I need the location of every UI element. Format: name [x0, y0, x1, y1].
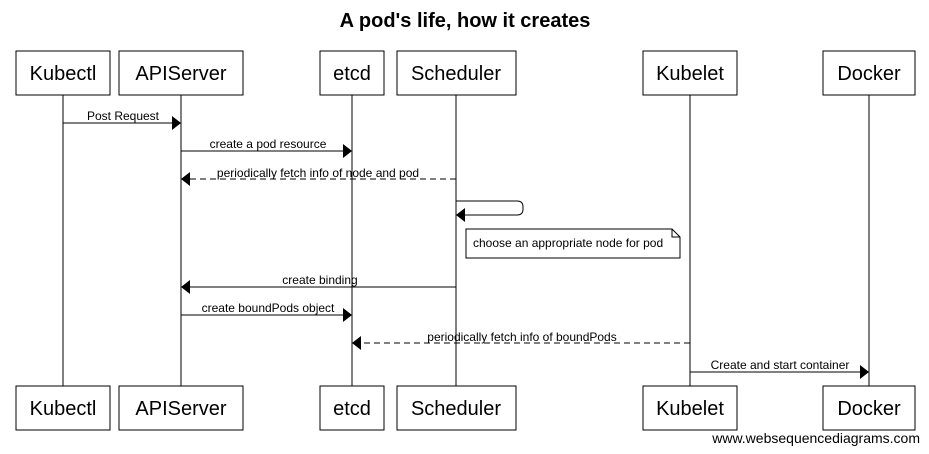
- participant-label: APIServer: [135, 63, 226, 85]
- participant-apiserver-top: APIServer: [118, 50, 244, 96]
- message-create-pod-resource: create a pod resource: [181, 137, 352, 158]
- participant-label: APIServer: [135, 398, 226, 420]
- participant-apiserver-bottom: APIServer: [118, 385, 244, 431]
- diagram-title: A pod's life, how it creates: [340, 10, 591, 32]
- message-label: periodically fetch info of boundPods: [427, 330, 616, 344]
- arrowhead-icon: [181, 280, 190, 294]
- participant-label: Scheduler: [411, 398, 501, 420]
- arrowhead-icon: [352, 336, 361, 350]
- message-label: Post Request: [87, 109, 160, 123]
- participant-label: Kubelet: [656, 398, 724, 420]
- participant-label: Kubectl: [30, 398, 97, 420]
- arrowhead-icon: [172, 116, 181, 130]
- message-create-boundpods: create boundPods object: [181, 301, 352, 322]
- note-choose-node: choose an appropriate node for pod: [465, 228, 681, 259]
- participant-docker-top: Docker: [822, 50, 916, 96]
- participant-label: Docker: [837, 63, 901, 85]
- participant-scheduler-top: Scheduler: [396, 50, 517, 96]
- participant-kubelet-bottom: Kubelet: [642, 385, 738, 431]
- participant-label: Kubelet: [656, 63, 724, 85]
- message-post-request: Post Request: [63, 109, 181, 130]
- footer-credit: www.websequencediagrams.com: [711, 430, 920, 446]
- message-label: Create and start container: [711, 358, 850, 372]
- participant-etcd-bottom: etcd: [319, 385, 385, 431]
- message-label: periodically fetch info of node and pod: [217, 166, 419, 180]
- participant-label: etcd: [333, 398, 371, 420]
- message-create-binding: create binding: [181, 273, 456, 294]
- message-create-start-container: Create and start container: [690, 358, 869, 379]
- arrowhead-icon: [181, 172, 190, 186]
- participant-kubelet-top: Kubelet: [642, 50, 738, 96]
- participant-etcd-top: etcd: [319, 50, 385, 96]
- participant-label: Scheduler: [411, 63, 501, 85]
- participant-scheduler-bottom: Scheduler: [396, 385, 517, 431]
- arrowhead-icon: [860, 365, 869, 379]
- message-fetch-node-pod: periodically fetch info of node and pod: [181, 166, 456, 186]
- message-scheduler-self: [456, 200, 524, 222]
- arrowhead-icon: [343, 308, 352, 322]
- message-label: create binding: [282, 273, 357, 287]
- arrowhead-icon: [456, 208, 465, 222]
- participant-label: Docker: [837, 398, 901, 420]
- participant-label: etcd: [333, 63, 371, 85]
- participant-kubectl-top: Kubectl: [15, 50, 111, 96]
- message-fetch-boundpods: periodically fetch info of boundPods: [352, 330, 690, 350]
- message-label: create a pod resource: [210, 137, 327, 151]
- participant-kubectl-bottom: Kubectl: [15, 385, 111, 431]
- participant-label: Kubectl: [30, 63, 97, 85]
- arrowhead-icon: [343, 144, 352, 158]
- message-label: create boundPods object: [202, 301, 335, 315]
- note-text: choose an appropriate node for pod: [473, 236, 663, 250]
- participant-docker-bottom: Docker: [822, 385, 916, 431]
